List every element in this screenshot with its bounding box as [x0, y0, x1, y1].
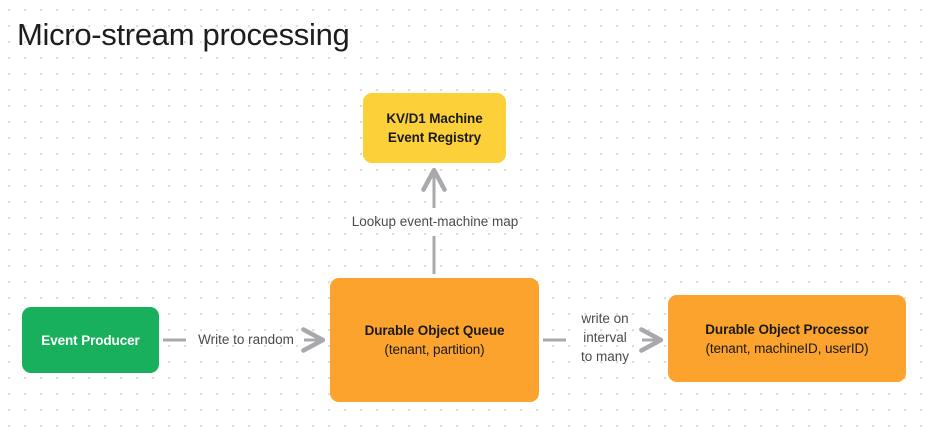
- edge-label-write-to-random: Write to random: [198, 332, 294, 347]
- page-title: Micro-stream processing: [17, 17, 350, 52]
- node-durable-object-processor[interactable]: Durable Object Processor (tenant, machin…: [668, 295, 906, 382]
- node-do-queue-subtitle: (tenant, partition): [384, 342, 485, 357]
- edge-label-line-3: to many: [580, 349, 630, 364]
- node-kv-registry-subtitle: Event Registry: [387, 130, 482, 145]
- edge-label-line-1: write on: [581, 311, 629, 326]
- node-event-producer[interactable]: Event Producer: [22, 307, 159, 373]
- node-do-processor-subtitle: (tenant, machineID, userID): [705, 340, 869, 356]
- node-do-processor-title: Durable Object Processor: [705, 321, 869, 337]
- node-event-producer-title: Event Producer: [41, 332, 140, 348]
- edge-label-write-on-interval-to-many: write on interval to many: [572, 309, 638, 366]
- edge-label-lookup-event-machine-map: Lookup event-machine map: [351, 214, 519, 229]
- edge-label-line-2: interval: [583, 330, 627, 345]
- node-kv-d1-machine-event-registry[interactable]: KV/D1 Machine Event Registry: [363, 93, 506, 163]
- node-durable-object-queue[interactable]: Durable Object Queue (tenant, partition): [330, 278, 539, 402]
- node-kv-registry-title: KV/D1 Machine: [386, 111, 483, 126]
- node-do-queue-title: Durable Object Queue: [364, 323, 505, 338]
